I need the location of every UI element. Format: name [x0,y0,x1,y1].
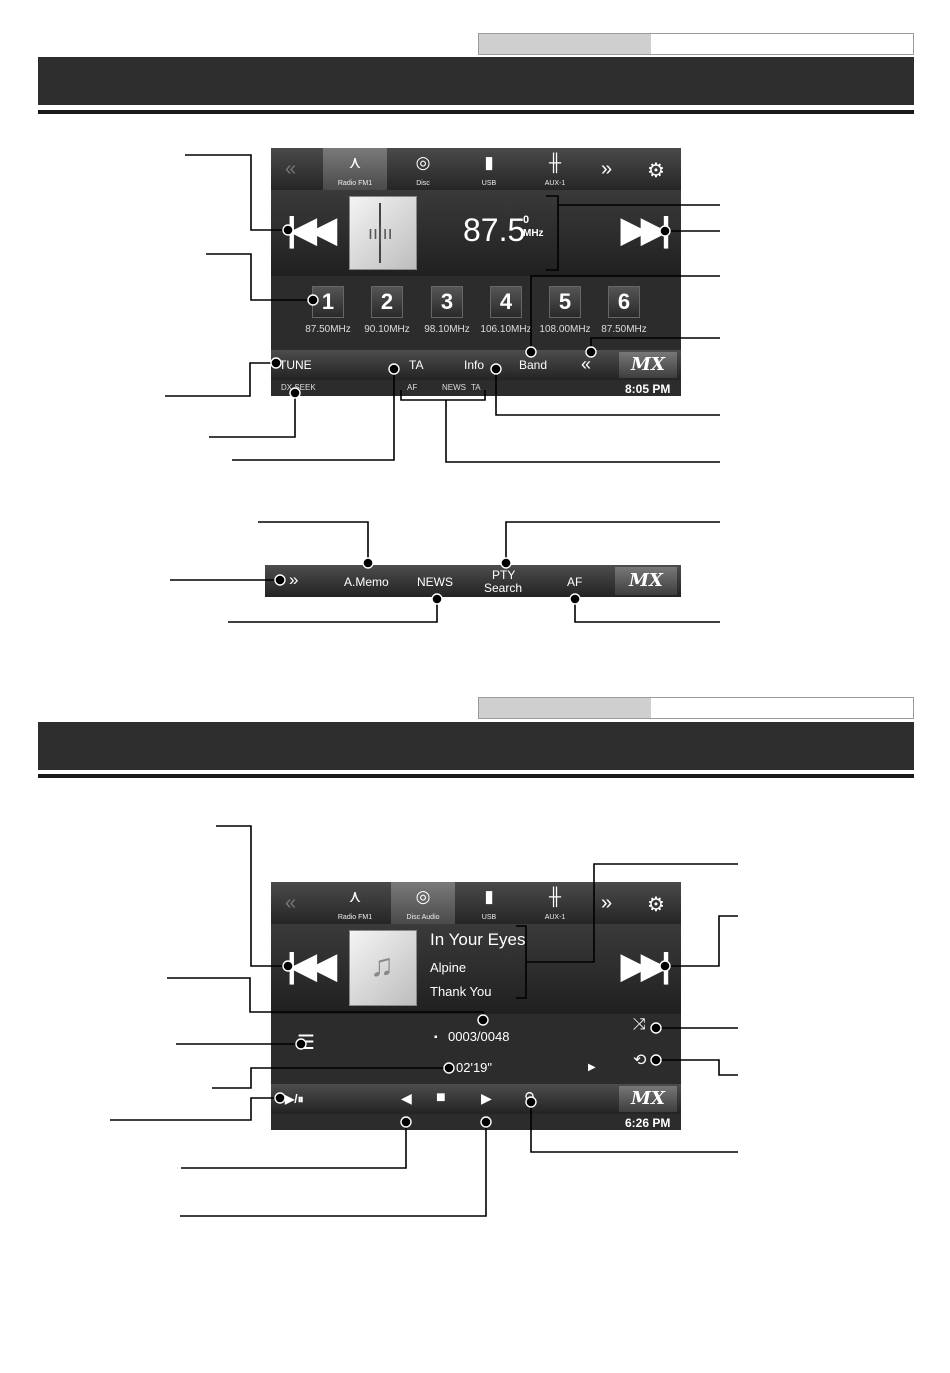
section-tab-bar-2 [478,697,914,719]
preset-3-button[interactable]: 3 [431,286,463,318]
disc-source-bar: « ⋏ Radio FM1 ◎ Disc Audio ▮ USB ╫ AUX-1… [271,882,681,924]
source-disc[interactable]: ◎ Disc [391,148,455,190]
antenna-icon: ⋏ [348,153,362,172]
track-title: In Your Eyes [430,930,526,949]
clock: 8:05 PM [625,382,671,396]
play-pause-button[interactable]: ▶/⏸ [285,1092,304,1106]
section-header-rule-2 [38,774,914,778]
mx-button[interactable]: MX [619,352,677,378]
af-button[interactable]: AF [567,575,583,589]
frequency-unit: MHz [523,228,544,239]
radio-wave-icon: ıı|ıı [368,223,393,243]
prev-source-arrow-icon-2[interactable]: « [285,892,297,914]
preset-6-button[interactable]: 6 [608,286,640,318]
section-tab-bar [478,33,914,55]
play-indicator-icon: ▶ [588,1062,596,1073]
preset-2-freq: 90.10MHz [364,324,410,335]
disc-clock: 6:26 PM [625,1116,671,1130]
radio-logo-tile: ıı|ıı [349,196,417,270]
source-radio-2[interactable]: ⋏ Radio FM1 [323,882,387,924]
preset-4-freq: 106.10MHz [480,324,532,335]
ta-button[interactable]: TA [409,358,424,372]
usb-icon-2: ▮ [484,887,494,906]
next-source-arrow-icon[interactable]: » [601,158,613,180]
pty-search-line1[interactable]: PTY [492,568,516,582]
file-icon: ▪ [434,1032,438,1043]
preset-4-button[interactable]: 4 [490,286,522,318]
radio-bottom-bar: TUNE TA Info Band « MX [271,350,681,380]
source-radio[interactable]: ⋏ Radio FM1 [323,148,387,190]
info-button[interactable]: Info [464,358,485,372]
disc-icon-2: ◎ [415,887,431,906]
preset-1-freq: 87.50MHz [305,324,351,335]
album-art: ♫ [349,930,417,1006]
radio-screen: « ⋏ Radio FM1 ◎ Disc ▮ USB ╫ AUX-1 » ⚙ |… [271,148,681,396]
list-icon[interactable]: ☰ [297,1032,315,1054]
usb-icon: ▮ [484,153,494,172]
setup-icon-2[interactable]: ⚙ [647,894,665,916]
af-indicator: AF [407,383,418,392]
aux-icon-2: ╫ [548,887,562,906]
expand-bar-icon[interactable]: » [289,570,299,589]
next-folder-icon[interactable]: ▶ [481,1090,492,1106]
disc-bottom-bar: ▶/⏸ ◀ ■ ▶ ⚲ MX [271,1084,681,1114]
band-button[interactable]: Band [519,358,548,372]
preset-3-freq: 98.10MHz [424,324,470,335]
folder-icon[interactable]: ■ [436,1089,446,1106]
next-track-button[interactable]: ▶▶| [621,947,671,985]
source-usb-2[interactable]: ▮ USB [457,882,521,924]
repeat-icon[interactable]: ⟲ [633,1052,647,1069]
amemo-button[interactable]: A.Memo [344,575,389,589]
seek-up-button[interactable]: ▶▶| [621,211,671,249]
preset-5-button[interactable]: 5 [549,286,581,318]
news-indicator: NEWS [442,383,466,392]
shuffle-icon[interactable]: ⤨ [633,1016,646,1033]
mx-button-3[interactable]: MX [619,1086,677,1112]
elapsed-time: 02'19" [456,1060,493,1075]
seek-down-button[interactable]: |◀◀ [287,211,337,249]
preset-2-button[interactable]: 2 [371,286,403,318]
source-bar: « ⋏ Radio FM1 ◎ Disc ▮ USB ╫ AUX-1 » ⚙ [271,148,681,190]
prev-track-button[interactable]: |◀◀ [287,947,337,985]
mx-button-2[interactable]: MX [615,567,677,595]
antenna-icon-2: ⋏ [348,887,362,906]
music-note-icon: ♫ [370,947,394,983]
news-button[interactable]: NEWS [417,575,453,589]
ta-indicator: TA [471,383,481,392]
setup-icon[interactable]: ⚙ [647,160,665,182]
radio-main-area: |◀◀ ıı|ıı 87.5 0 MHz ▶▶| [271,190,681,276]
source-aux-2[interactable]: ╫ AUX-1 [523,882,587,924]
preset-6-freq: 87.50MHz [601,324,647,335]
next-source-arrow-icon-2[interactable]: » [601,892,613,914]
track-artist: Alpine [430,960,467,975]
frequency-subdigit: 0 [523,214,530,226]
source-usb[interactable]: ▮ USB [457,148,521,190]
aux-icon: ╫ [548,153,562,172]
prev-folder-icon[interactable]: ◀ [401,1090,412,1106]
dx-seek-indicator: DX SEEK [281,383,316,392]
frequency-display: 87.5 [463,212,526,248]
prev-source-arrow-icon[interactable]: « [285,158,297,180]
source-aux[interactable]: ╫ AUX-1 [523,148,587,190]
pty-search-line2[interactable]: Search [484,581,523,595]
section-header-band-2 [38,722,914,770]
section-header-rule [38,110,914,114]
disc-icon: ◎ [415,153,431,172]
preset-5-freq: 108.00MHz [539,324,591,335]
collapse-bar-icon[interactable]: « [581,354,592,374]
track-counter: 0003/0048 [448,1029,510,1044]
radio-function-bar: » A.Memo NEWS PTY Search AF MX [265,565,681,597]
preset-1-button[interactable]: 1 [312,286,344,318]
disc-main-area: |◀◀ ♫ In Your Eyes Alpine Thank You ▶▶| [271,924,681,1014]
section-header-band [38,57,914,105]
tune-button[interactable]: TUNE [279,358,312,372]
track-album: Thank You [430,984,492,999]
disc-screen: « ⋏ Radio FM1 ◎ Disc Audio ▮ USB ╫ AUX-1… [271,882,681,1130]
source-disc-2[interactable]: ◎ Disc Audio [391,882,455,924]
search-icon[interactable]: ⚲ [524,1090,535,1107]
